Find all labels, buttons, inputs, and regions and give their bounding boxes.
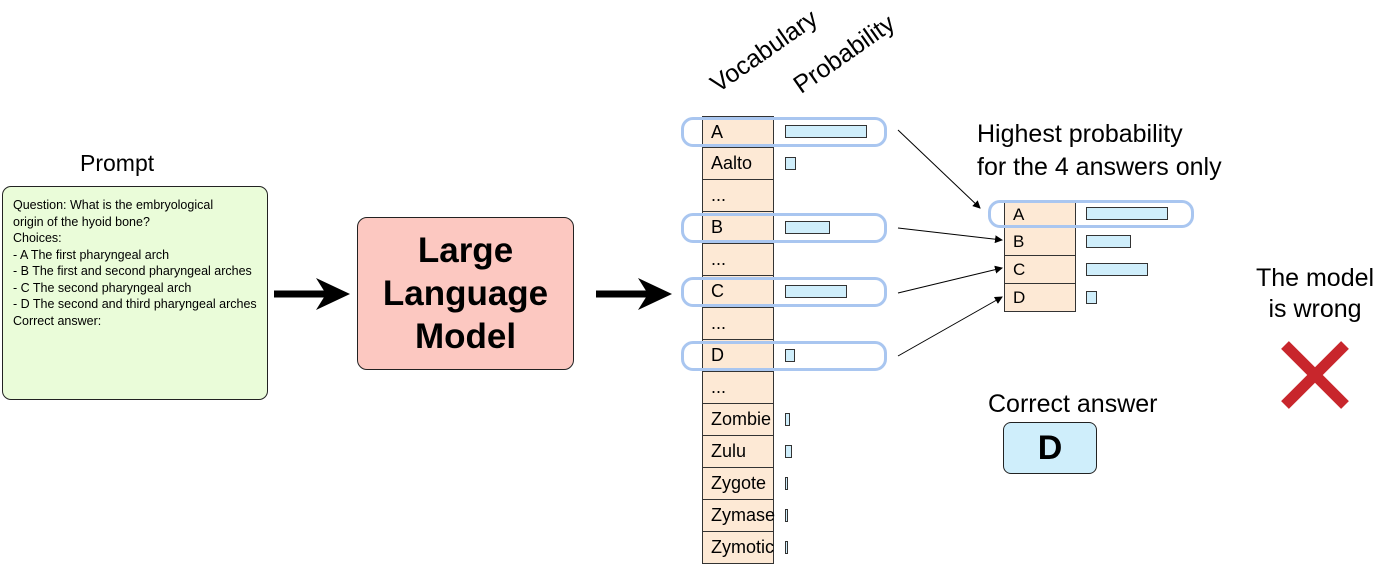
probability-bar [785,413,790,426]
vocabulary-token: Zulu [702,436,774,468]
probability-bar [785,157,796,170]
probability-bar [785,221,830,234]
verdict-line: is wrong [1268,295,1362,323]
prompt-line: Choices: [13,231,62,245]
probability-bar [785,477,788,490]
answer-probability-bar [1086,207,1168,220]
answer-token: B [1004,228,1076,256]
verdict-text: The model is wrong [1250,263,1380,325]
vocabulary-token: ... [702,244,774,276]
prompt-line: Question: What is the embryological [13,198,214,212]
answer-probability-bar [1086,263,1148,276]
prompt-title: Prompt [80,150,155,176]
answer-probability-bar [1086,235,1131,248]
prompt-line: - B The first and second pharyngeal arch… [13,264,252,278]
vocabulary-token: B [702,212,774,244]
vocabulary-token: Aalto [702,148,774,180]
highlight-outline [988,200,1194,228]
vocabulary-token: Zygote [702,468,774,500]
correct-answer-box: D [1003,422,1097,474]
prompt-box: Question: What is the embryological orig… [2,186,268,400]
answer-probability-bar [1086,291,1097,304]
probability-bar [785,349,795,362]
arrow-right-icon [596,278,672,310]
answers-title-line: Highest probability [977,120,1183,148]
vocabulary-token: ... [702,372,774,404]
answers-title: Highest probability for the 4 answers on… [977,118,1222,184]
verdict-line: The model [1255,264,1375,292]
vocabulary-token: Zombie [702,404,774,436]
probability-bar [785,285,847,298]
prompt-line: - C The second pharyngeal arch [13,280,192,295]
answers-title-line: for the 4 answers only [977,153,1222,181]
answer-token: A [1004,200,1076,228]
vocabulary-token: D [702,340,774,372]
answer-token: D [1004,284,1076,312]
probability-bar [785,445,792,458]
highlight-outline [681,213,887,243]
arrow-right-icon [274,278,350,310]
prompt-line: origin of the hyoid bone? [13,214,150,229]
vocabulary-token: Zymase [702,500,775,532]
llm-label-line: Model [414,317,517,356]
llm-label-line: Language [382,274,549,313]
prompt-line: - A The first pharyngeal arch [13,247,170,262]
answer-token: C [1004,256,1076,284]
probability-bar [785,125,867,138]
red-x-icon [1281,341,1349,409]
vocabulary-token: ... [702,308,774,340]
vocabulary-token: ... [702,180,774,212]
vocabulary-token: A [702,116,774,148]
vocabulary-token: Zymotic [702,532,774,564]
vocabulary-token: C [702,276,774,308]
probability-bar [785,541,788,554]
highlight-outline [681,341,887,371]
highlight-outline [681,277,887,307]
llm-box: Large Language Model [357,217,574,370]
prompt-line: - D The second and third pharyngeal arch… [13,297,257,311]
llm-label-line: Large [417,231,514,270]
correct-answer-title: Correct answer [988,390,1158,418]
probability-bar [785,509,788,522]
highlight-outline [681,117,887,147]
prompt-line: Correct answer: [13,313,102,328]
